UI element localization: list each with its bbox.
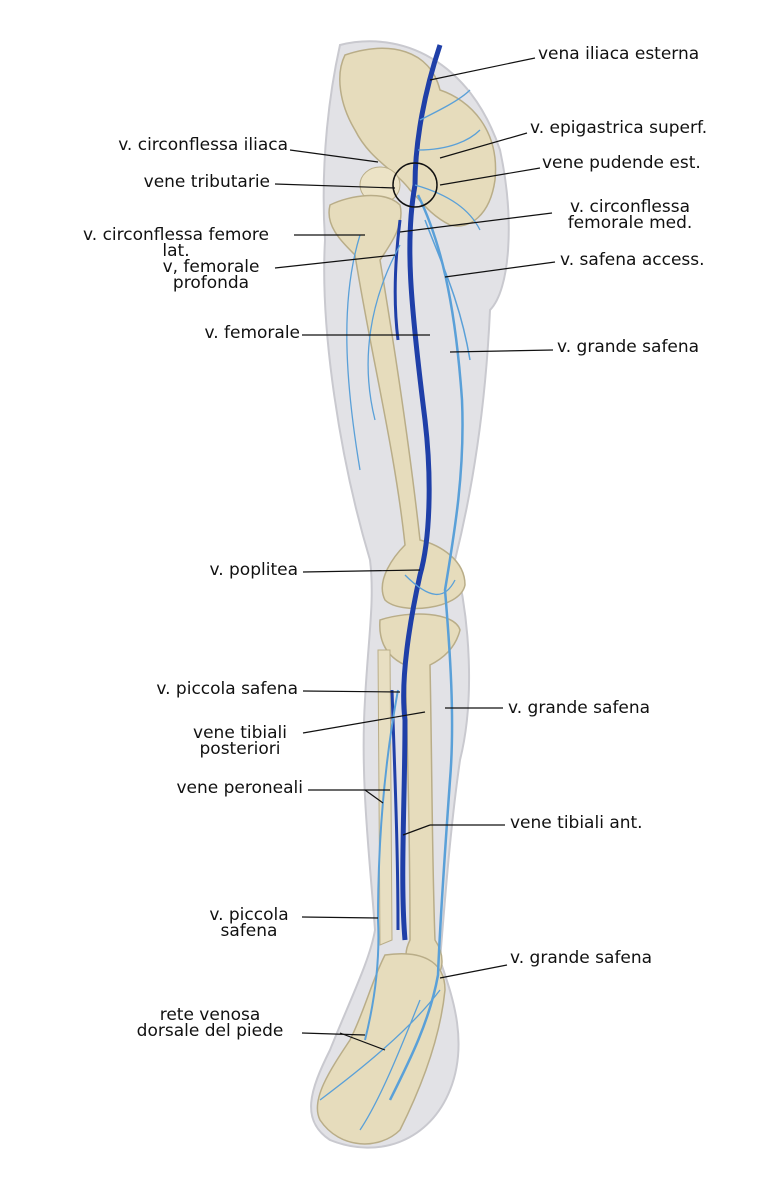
label-vene-pudende-est: vene pudende est. <box>542 153 701 173</box>
label-v-circonflessa-femorale-med: v. circonflessa femorale med. <box>555 197 705 233</box>
label-v-grande-safena-leg: v. grande safena <box>508 698 651 718</box>
label-line-2: safena <box>220 921 278 941</box>
label-v-epigastrica-superf: v. epigastrica superf. <box>530 118 708 138</box>
label-v-piccola-safena-lower: v. piccola safena <box>196 905 302 941</box>
deep-vein-profunda <box>393 219 402 341</box>
label-line-2: dorsale del piede <box>136 1021 284 1041</box>
label-v-femorale: v. femorale <box>204 323 300 343</box>
label-line-1: vene tibiali <box>193 723 287 743</box>
label-vene-tibiali-ant: vene tibiali ant. <box>510 813 643 833</box>
label-line-2: femorale med. <box>567 213 693 233</box>
label-v-grande-safena-thigh: v. grande safena <box>557 337 700 357</box>
label-v-safena-access: v. safena access. <box>560 250 705 270</box>
small-saphenous-vein <box>364 689 399 1041</box>
deep-vein-femoral <box>400 44 443 941</box>
label-v-poplitea: v. poplitea <box>209 560 298 580</box>
label-line-2: profonda <box>172 273 250 293</box>
label-v-grande-safena-ankle: v. grande safena <box>510 948 653 968</box>
great-saphenous-vein <box>388 194 464 1101</box>
label-line-1: v. piccola <box>209 905 289 925</box>
fibula-bone <box>377 649 393 946</box>
label-v-circonflessa-iliaca: v. circonflessa iliaca <box>118 135 288 155</box>
label-v-piccola-safena-upper: v. piccola safena <box>156 679 298 699</box>
label-line-1: rete venosa <box>159 1005 261 1025</box>
label-vena-iliaca-esterna: vena iliaca esterna <box>538 44 700 64</box>
saphenofemoral-junction-circle <box>392 162 438 208</box>
leader-lines <box>274 57 556 1051</box>
label-vene-tributarie: vene tributarie <box>143 172 270 192</box>
label-line-1: v. circonflessa femore <box>83 225 269 245</box>
label-line-1: v, femorale <box>162 257 260 277</box>
label-vene-peroneali: vene peroneali <box>176 778 303 798</box>
tributary-veins <box>319 89 481 1131</box>
label-vene-tibiali-posteriori: vene tibiali posteriori <box>180 723 300 759</box>
label-line-2: lat. <box>162 241 190 261</box>
femur-bone <box>328 194 466 610</box>
label-line-2: posteriori <box>199 739 281 759</box>
accessory-saphenous-vein <box>424 219 471 361</box>
label-v-femorale-profonda: v, femorale profonda <box>150 257 272 293</box>
label-line-1: v. circonflessa <box>569 197 691 217</box>
label-v-circonflessa-femore-lat: v. circonflessa femore lat. <box>60 225 292 261</box>
label-rete-venosa-dorsale: rete venosa dorsale del piede <box>118 1005 302 1041</box>
